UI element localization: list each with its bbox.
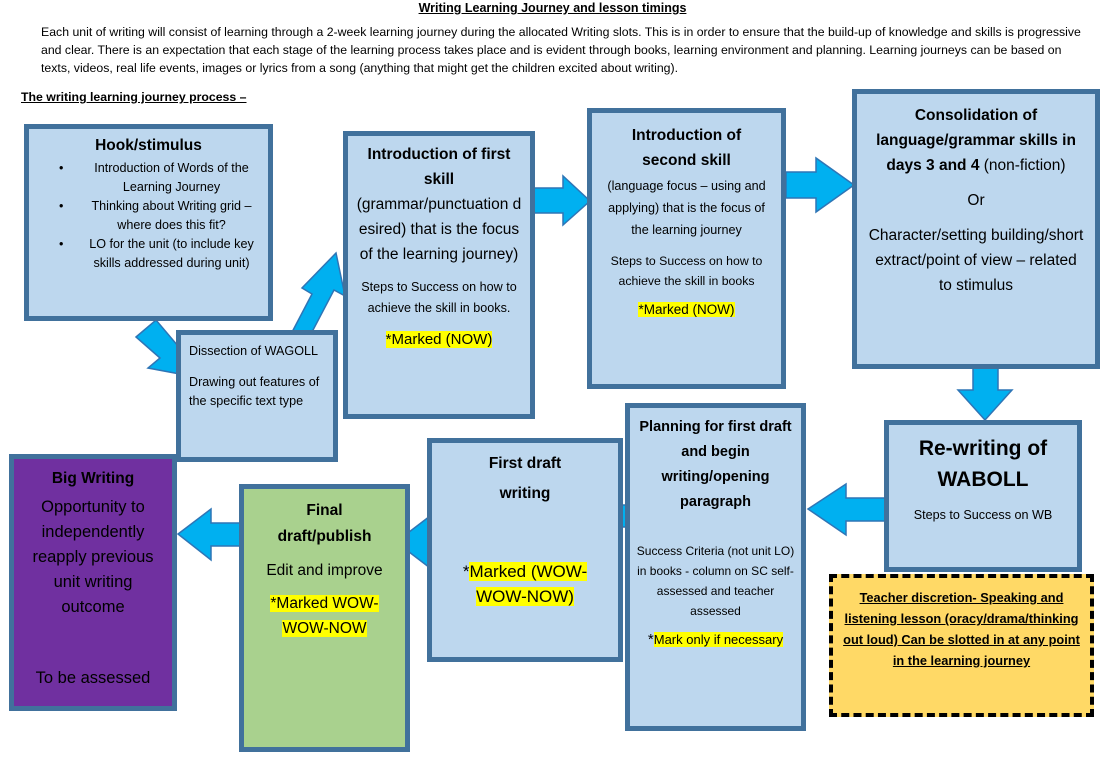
final-body: Edit and improve xyxy=(266,562,383,579)
planning-title: Planning for first draft and begin writi… xyxy=(639,419,792,510)
hook-list: Introduction of Words of the Learning Jo… xyxy=(29,159,264,273)
arrow-second-to-consolidation xyxy=(785,156,856,214)
big-body: Opportunity to independently reapply pre… xyxy=(32,498,154,616)
big-title: Big Writing xyxy=(51,470,135,487)
consolidation-title: Consolidation of language/grammar skills… xyxy=(876,107,1076,174)
planning-box: Planning for first draft and begin writi… xyxy=(625,403,806,731)
page-title: Writing Learning Journey and lesson timi… xyxy=(418,1,687,15)
rewriting-title: Re-writing of WABOLL xyxy=(918,437,1048,491)
rewriting-box: Re-writing of WABOLL Steps to Success on… xyxy=(884,420,1082,572)
consolidation-body: Character/setting building/short extract… xyxy=(868,227,1084,294)
consolidation-title-wrap: Consolidation of language/grammar skills… xyxy=(867,103,1085,178)
rewriting-body: Steps to Success on WB xyxy=(913,508,1053,522)
second-skill-steps: Steps to Success on how to achieve the s… xyxy=(610,254,763,288)
planning-marked: Mark only if necessary xyxy=(653,632,784,647)
wagoll-line2: Drawing out features of the specific tex… xyxy=(189,375,320,408)
final-draft-box: Final draft/publish Edit and improve *Ma… xyxy=(239,484,410,752)
arrow-final-to-big xyxy=(176,507,242,562)
teacher-text: Teacher discretion- Speaking and listeni… xyxy=(843,590,1080,668)
second-skill-body: (language focus – using and applying) th… xyxy=(607,179,766,237)
consolidation-box: Consolidation of language/grammar skills… xyxy=(852,89,1100,369)
big-writing-box: Big Writing Opportunity to independently… xyxy=(9,454,177,711)
planning-star: * xyxy=(647,631,654,648)
hook-item: Thinking about Writing grid – where does… xyxy=(29,197,264,235)
first-draft-title: First draft writing xyxy=(488,455,562,502)
final-title: Final draft/publish xyxy=(277,502,372,545)
final-marked: *Marked WOW-WOW-NOW xyxy=(270,595,379,637)
hook-item: Introduction of Words of the Learning Jo… xyxy=(29,159,264,197)
first-draft-star: * xyxy=(462,562,470,581)
first-skill-body: (grammar/punctuation desired) that is th… xyxy=(356,196,522,263)
intro-paragraph: Each unit of writing will consist of lea… xyxy=(41,25,1081,75)
first-skill-title: Introduction of first skill xyxy=(367,146,511,188)
consolidation-title-suffix: (non-fiction) xyxy=(983,157,1066,174)
first-skill-box: Introduction of first skill (grammar/pun… xyxy=(343,131,535,419)
arrow-first-to-second xyxy=(532,174,592,227)
hook-stimulus-box: Hook/stimulus Introduction of Words of t… xyxy=(24,124,273,321)
first-skill-marked: *Marked (NOW) xyxy=(385,331,493,348)
arrow-wagoll-to-first-skill xyxy=(288,251,347,338)
hook-item: LO for the unit (to include key skills a… xyxy=(29,235,264,273)
arrow-rewriting-to-planning xyxy=(806,482,887,537)
first-draft-marked: Marked (WOW-WOW-NOW) xyxy=(469,562,588,606)
second-skill-title: Introduction of second skill xyxy=(631,127,742,169)
second-skill-marked: *Marked (NOW) xyxy=(638,302,735,317)
process-heading: The writing learning journey process – xyxy=(21,90,247,104)
first-draft-box: First draft writing *Marked (WOW-WOW-NOW… xyxy=(427,438,623,662)
wagoll-line1: Dissection of WAGOLL xyxy=(189,344,319,358)
consolidation-or: Or xyxy=(967,192,985,209)
first-skill-steps: Steps to Success on how to achieve the s… xyxy=(361,280,517,315)
hook-title: Hook/stimulus xyxy=(95,137,202,154)
second-skill-box: Introduction of second skill (language f… xyxy=(587,108,786,389)
planning-body: Success Criteria (not unit LO) in books … xyxy=(636,544,795,618)
big-assessed: To be assessed xyxy=(35,669,151,687)
teacher-discretion-box: Teacher discretion- Speaking and listeni… xyxy=(829,574,1094,717)
wagoll-box: Dissection of WAGOLL Drawing out feature… xyxy=(176,330,338,462)
